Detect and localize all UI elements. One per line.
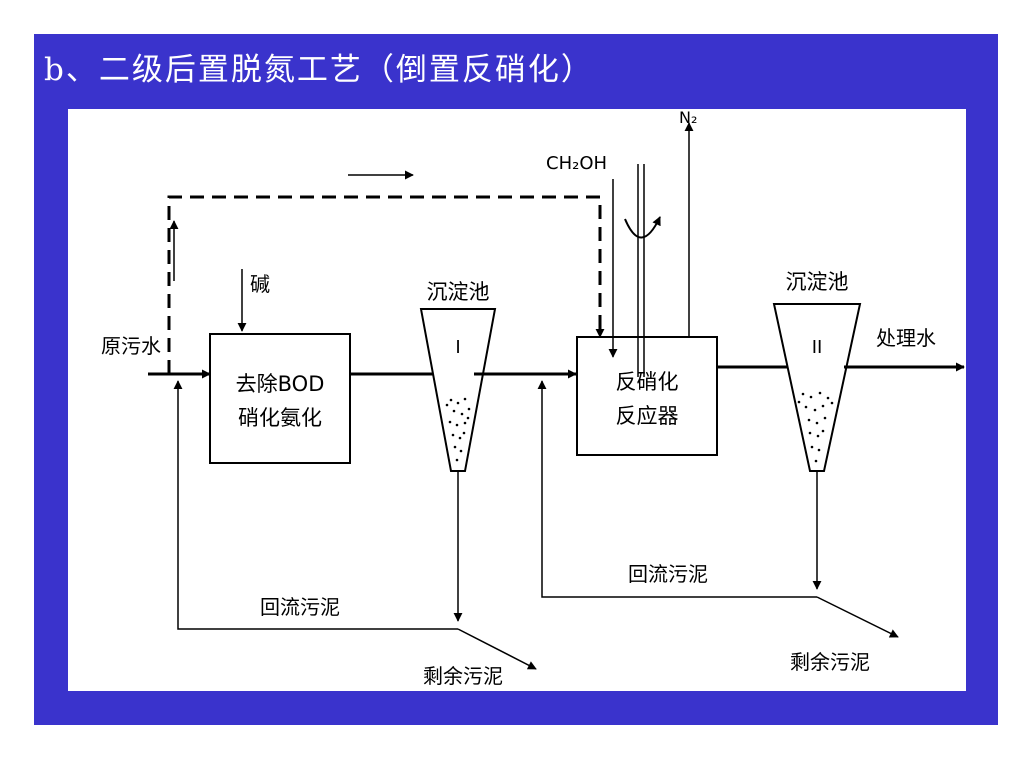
reactor1-line1: 去除BOD (236, 372, 325, 396)
slide-frame: b、二级后置脱氮工艺（倒置反硝化） 原污水 碱 去除BOD 硝化氨化 (34, 34, 998, 725)
raw-water-label: 原污水 (101, 334, 161, 358)
clarifier1-numeral: I (455, 337, 460, 358)
denitrification-reactor (576, 336, 718, 456)
return-sludge-1-label: 回流污泥 (260, 595, 340, 619)
clarifier2-sludge-dots (797, 391, 834, 463)
diagram-panel: 原污水 碱 去除BOD 硝化氨化 沉淀池 I (68, 109, 966, 691)
reactor2-line2: 反应器 (616, 404, 679, 428)
return-sludge-2-label: 回流污泥 (628, 562, 708, 586)
reactor1-line2: 硝化氨化 (238, 406, 322, 430)
nitrogen-label: N₂ (679, 109, 697, 127)
treated-water-label: 处理水 (876, 326, 936, 350)
alkali-label: 碱 (250, 272, 270, 296)
waste-sludge-2-line (816, 596, 899, 638)
clarifier1-label: 沉淀池 (427, 280, 490, 304)
slide-title: b、二级后置脱氮工艺（倒置反硝化） (44, 52, 594, 88)
return-sludge-1-path (173, 380, 458, 630)
clarifier2-numeral: II (812, 337, 823, 358)
return-sludge-2-path (537, 380, 817, 598)
clarifier2-label: 沉淀池 (786, 270, 849, 294)
bypass-dashed-line (167, 195, 605, 374)
mixer-rotation-icon (624, 216, 661, 239)
waste-sludge-1-label: 剩余污泥 (423, 664, 503, 688)
reactor2-line1: 反硝化 (616, 370, 679, 394)
clarifier1-tank (419, 308, 497, 472)
nitrification-reactor (209, 333, 351, 464)
clarifier1-sludge-dots (445, 397, 471, 462)
waste-sludge-1-line (457, 628, 537, 670)
waste-sludge-2-label: 剩余污泥 (790, 650, 870, 674)
methanol-label: CH₂OH (546, 153, 607, 174)
process-flow-diagram: 原污水 碱 去除BOD 硝化氨化 沉淀池 I (101, 109, 965, 688)
clarifier2-tank (772, 303, 862, 472)
